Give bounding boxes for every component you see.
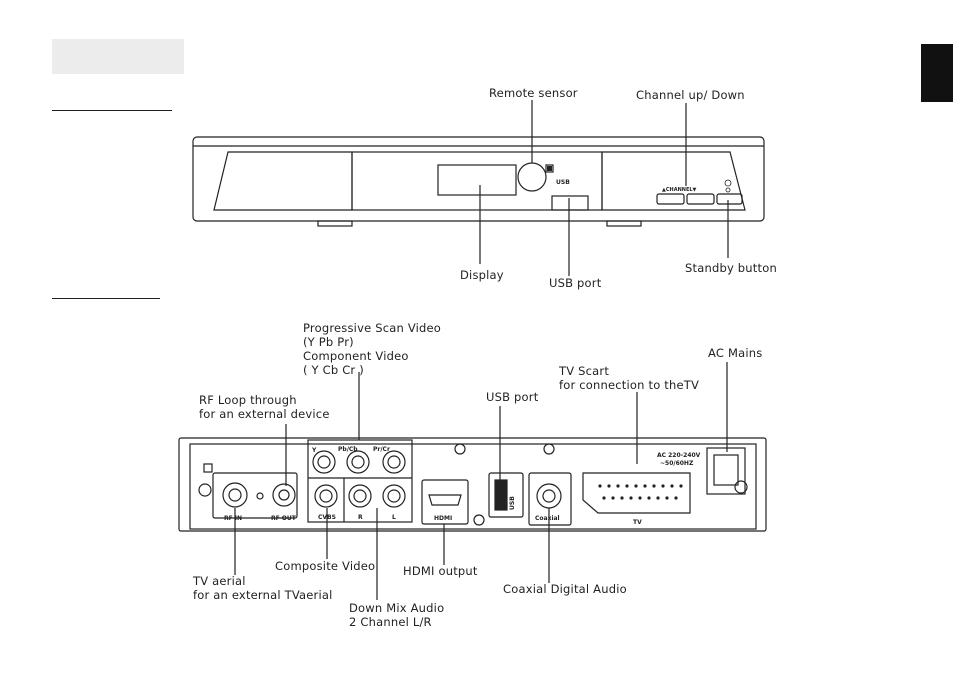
- ac-mains-label: AC Mains: [708, 346, 763, 360]
- hdmi-port: [428, 494, 462, 506]
- component-video-label: Component Video: [303, 349, 409, 363]
- front-usb-port: [551, 195, 589, 211]
- progressive-scan-label-1: Progressive Scan Video: [303, 321, 442, 335]
- display-window: [437, 164, 517, 196]
- tv-aerial-label-2: for an external TVaerial: [193, 588, 333, 602]
- standby-button-label: Standby button: [685, 261, 777, 275]
- cvbs-jack: [314, 484, 338, 508]
- channel-down-button: [656, 193, 685, 205]
- scart-connector: [582, 472, 691, 514]
- rf-loop-label-1: RF Loop through: [199, 393, 297, 407]
- coaxial-digital-audio-label: Coaxial Digital Audio: [503, 582, 627, 596]
- front-view-rule: [52, 110, 172, 111]
- ac-mains-socket: [706, 447, 746, 495]
- rear-usb-port-label: USB port: [486, 390, 539, 404]
- l-print: L: [392, 514, 396, 521]
- coaxial-section: [528, 472, 572, 526]
- pr-print: Pr/Cr: [373, 446, 390, 453]
- rf-section: [212, 472, 298, 519]
- rear-body: [178, 437, 767, 532]
- display-label: Display: [460, 268, 504, 282]
- ac-line2-print: ~50/60HZ: [660, 460, 694, 467]
- rear-usb-print: USB: [509, 496, 516, 510]
- hdmi-output-label: HDMI output: [403, 564, 478, 578]
- pb-jack: [346, 450, 370, 474]
- front-usb-port-label: USB port: [549, 276, 602, 290]
- cvbs-print: CVBS: [318, 514, 336, 521]
- hdmi-print: HDMI: [434, 515, 452, 522]
- tv-aerial-label-1: TV aerial: [193, 574, 246, 588]
- header-box: [52, 39, 184, 74]
- coaxial-print: Coaxial: [535, 515, 560, 522]
- r-print: R: [358, 514, 363, 521]
- hdmi-section: [421, 479, 469, 525]
- rear-usb-section: [488, 472, 524, 518]
- coaxial-jack: [536, 483, 562, 509]
- rf-loop-label-2: for an external device: [199, 407, 330, 421]
- rf-out-print: RF OUT: [271, 515, 297, 522]
- front-usb-print: USB: [556, 179, 570, 186]
- tv-scart-label-1: TV Scart: [559, 364, 610, 378]
- y-print: Y: [311, 447, 317, 454]
- down-mix-label-1: Down Mix Audio: [349, 601, 445, 615]
- rear-view-rule: [52, 298, 160, 299]
- front-channel-print: ▲CHANNEL▼: [662, 187, 697, 193]
- pr-jack: [382, 450, 406, 474]
- tv-scart-label-2: for connection to theTV: [559, 378, 700, 392]
- scart-pins: [598, 484, 683, 500]
- progressive-scan-label-2: (Y Pb Pr): [303, 335, 354, 349]
- down-mix-label-2: 2 Channel L/R: [349, 615, 432, 629]
- section-tab: [921, 44, 953, 102]
- rf-in-print: RF IN: [224, 515, 242, 522]
- standby-button-shape: [716, 193, 743, 205]
- composite-video-label: Composite Video: [275, 559, 376, 573]
- channel-up-down-label: Channel up/ Down: [636, 88, 745, 102]
- pb-print: Pb/Cb: [338, 446, 358, 453]
- audio-r-jack: [348, 484, 372, 508]
- component-video-sub-label: ( Y Cb Cr ): [303, 363, 364, 377]
- channel-up-button: [686, 193, 715, 205]
- tv-print: TV: [633, 519, 642, 526]
- ac-line1-print: AC 220-240V: [657, 452, 701, 459]
- av-jack-block: [307, 439, 413, 523]
- remote-sensor-label: Remote sensor: [489, 86, 578, 100]
- rf-out-connector: [272, 483, 296, 507]
- front-body: [192, 136, 765, 222]
- rf-in-connector: [222, 482, 248, 508]
- y-jack: [312, 450, 336, 474]
- audio-l-jack: [382, 484, 406, 508]
